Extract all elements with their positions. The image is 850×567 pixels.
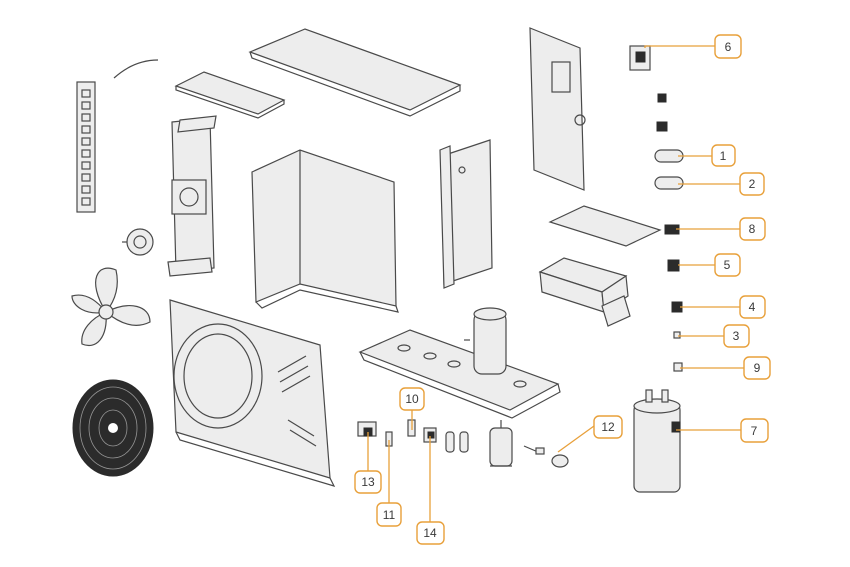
callout-label-1: 1 [720,149,727,163]
callout-8: 8 [739,217,766,241]
clip-9 [673,362,683,372]
accumulator [489,420,513,467]
leader-12 [557,425,595,453]
electrical-plate [548,205,662,247]
callout-label-4: 4 [749,300,756,314]
callout-label-2: 2 [749,177,756,191]
partition-panel [439,139,493,289]
small-relay-top [657,93,667,103]
callout-label-5: 5 [724,258,731,272]
small-relay-bottom [656,121,668,132]
callout-4: 4 [739,295,766,319]
ladder-rail [76,81,96,213]
callout-9: 9 [743,356,771,380]
callout-label-8: 8 [749,222,756,236]
fan-motor [122,228,154,256]
callout-label-14: 14 [423,526,437,540]
top-cover-panel [248,28,462,117]
callout-label-6: 6 [725,40,732,54]
callout-13: 13 [354,470,382,494]
sight-glass [523,445,545,455]
callout-7: 7 [740,418,769,443]
callout-3: 3 [723,324,750,348]
base-tray [358,329,561,419]
compressor [464,307,507,375]
callout-label-12: 12 [601,420,615,434]
rear-wrap-panel [251,149,399,313]
motor-bracket [167,115,217,277]
callout-2: 2 [739,172,765,196]
callout-label-13: 13 [361,475,375,489]
heat-exchanger [633,389,681,493]
leader-6 [644,45,715,48]
callout-1: 1 [711,144,736,167]
callout-label-9: 9 [754,361,761,375]
leader-lines [367,45,744,522]
terminal-block [629,45,651,71]
top-inner-plate [174,71,286,119]
callout-11: 11 [376,502,402,527]
callout-5: 5 [714,253,741,277]
sensor-5 [667,259,680,272]
fan-grille [72,379,154,477]
callout-6: 6 [714,34,742,59]
callout-label-7: 7 [751,424,758,438]
clip-3 [673,331,681,339]
callout-label-10: 10 [405,392,419,406]
right-side-panel [529,27,586,191]
callout-label-3: 3 [733,329,740,343]
valve-13 [357,421,377,437]
callout-12: 12 [593,415,623,439]
callout-10: 10 [399,387,425,411]
filter-a [445,431,455,453]
callout-label-11: 11 [383,508,396,522]
control-box [538,257,631,327]
capacitor-2 [654,176,684,190]
coil-ring [551,454,569,468]
fan-blade [71,267,151,347]
curved-pipe [113,59,159,79]
filter-b [459,431,469,453]
front-panel [169,299,336,487]
callout-14: 14 [416,521,445,545]
